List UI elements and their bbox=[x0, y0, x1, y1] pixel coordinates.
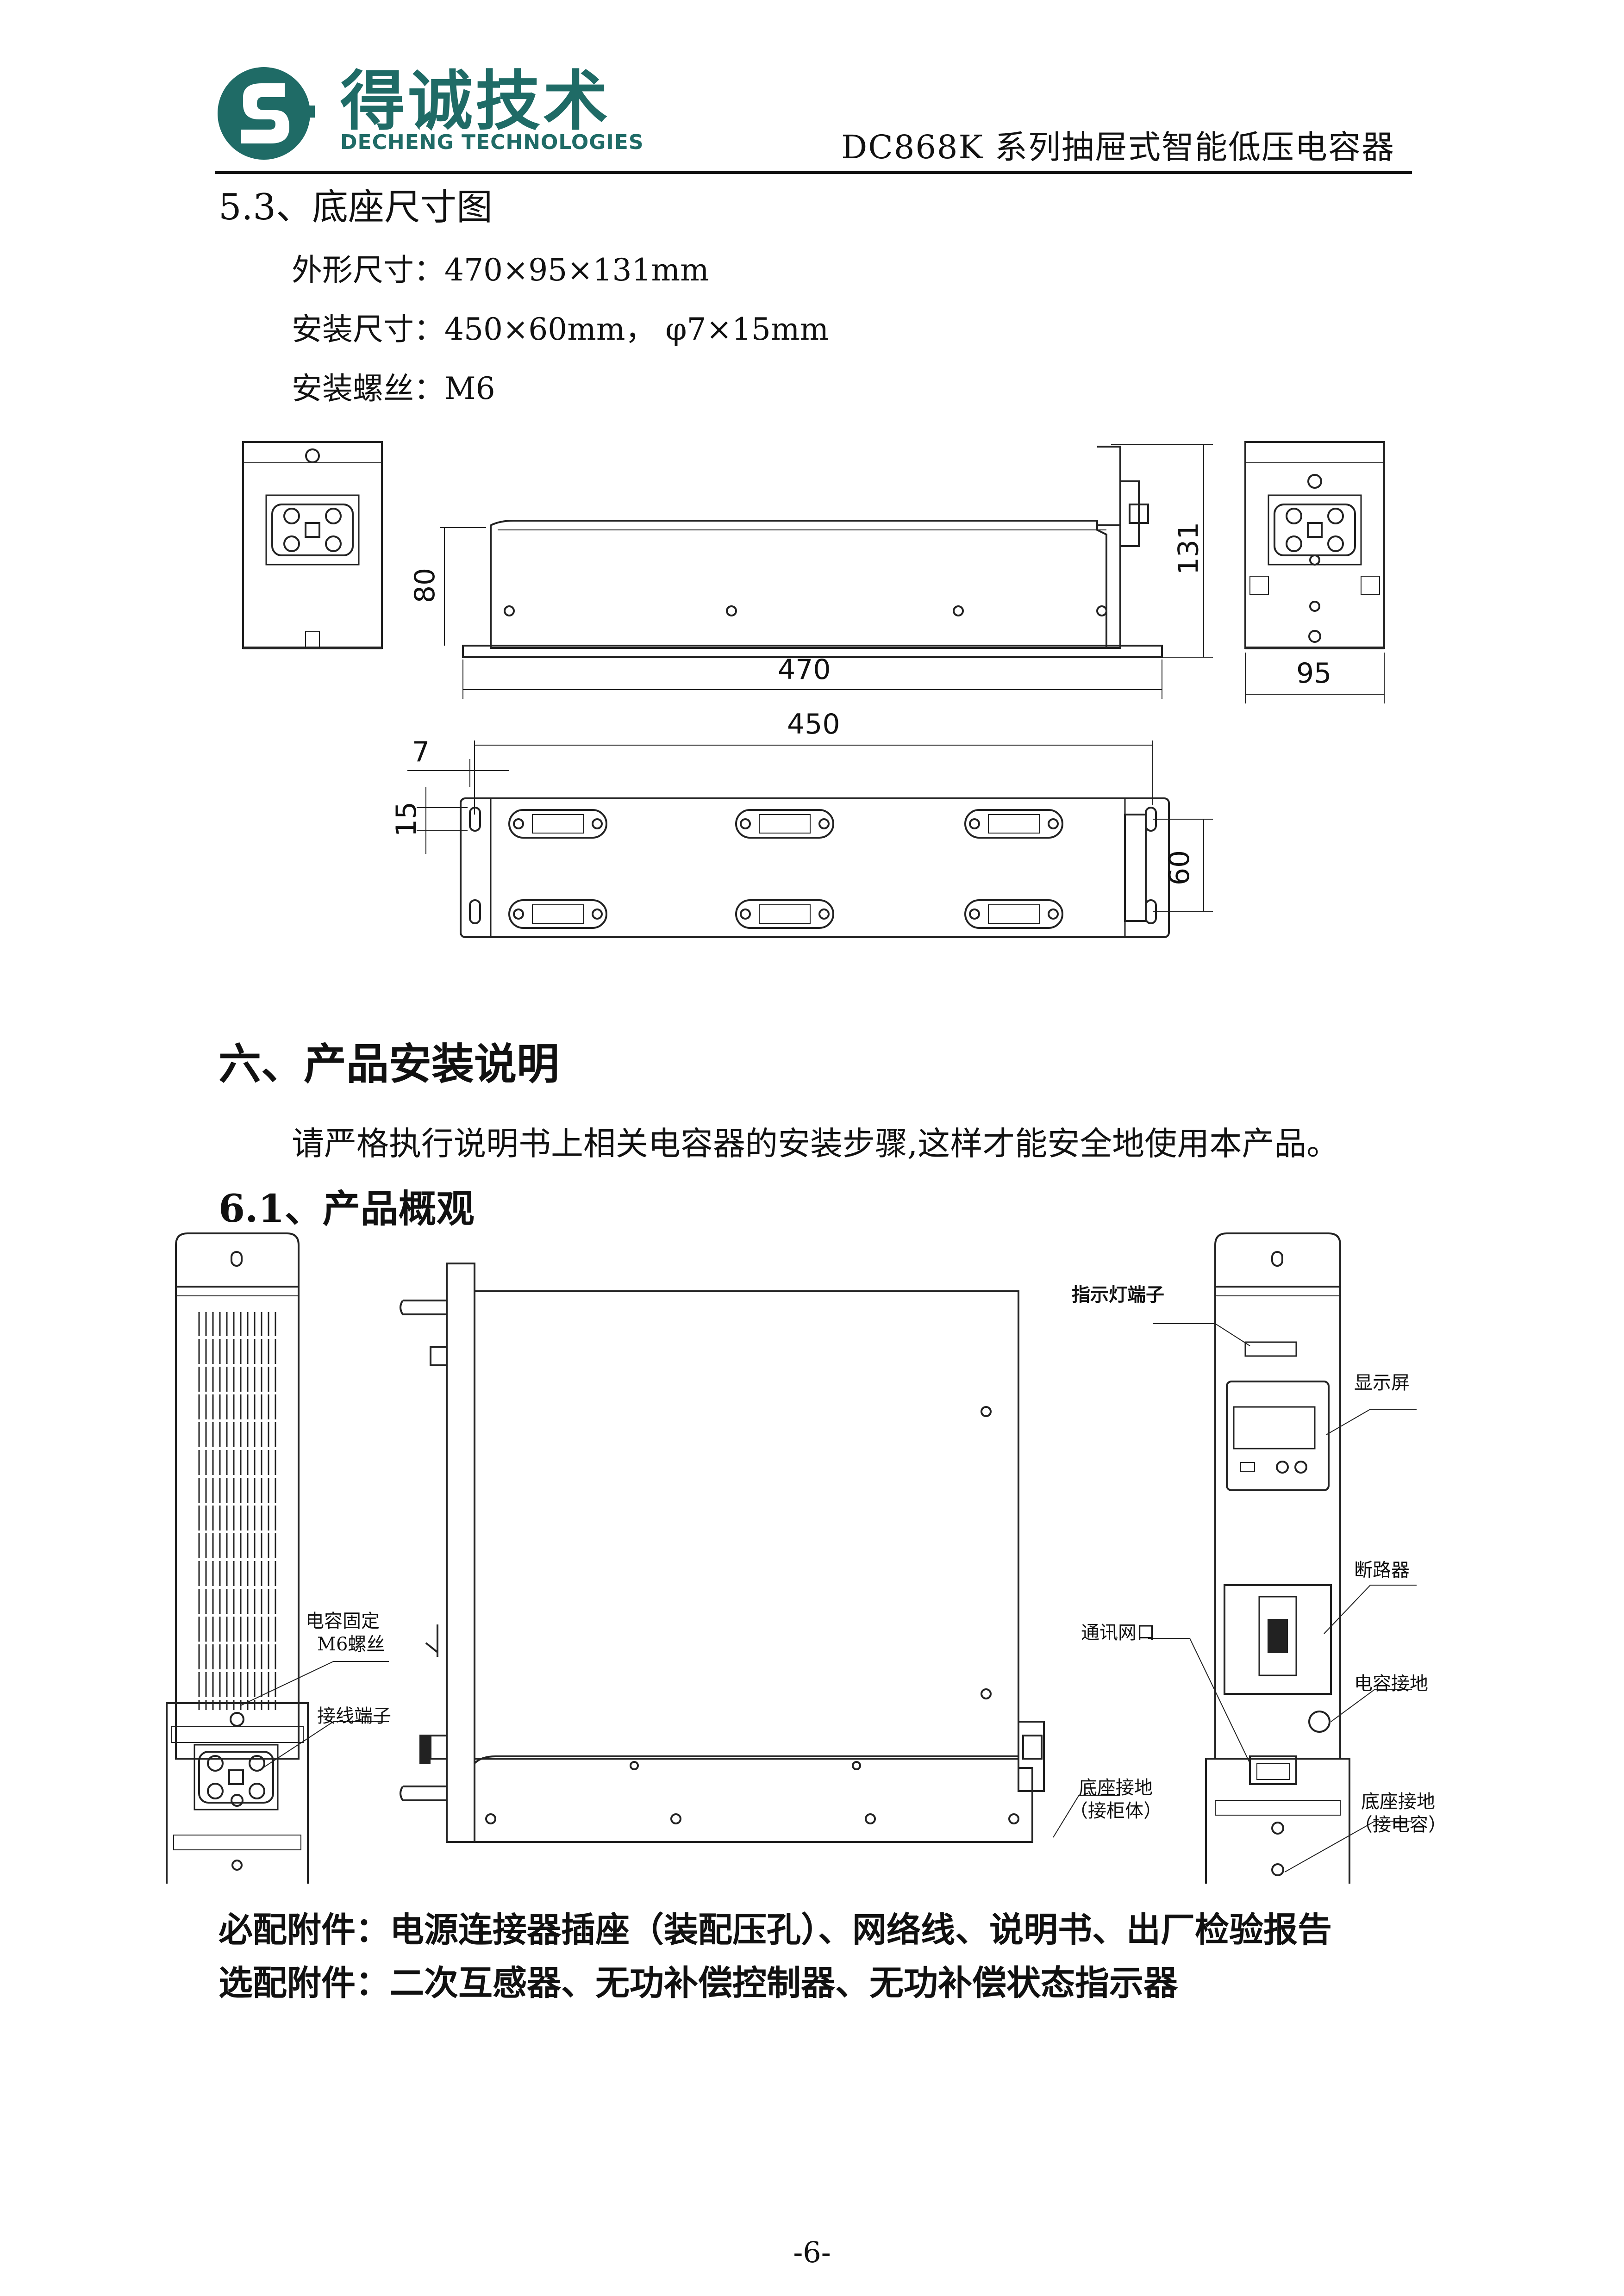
required-accessories: 必配附件：电源连接器插座（装配压孔）、网络线、说明书、出厂检验报告 bbox=[219, 1910, 1332, 1950]
product-front-view-right bbox=[1205, 1232, 1350, 1884]
label-cap-fix-line2: M6螺丝 bbox=[317, 1634, 385, 1655]
base-end-view-right bbox=[1244, 441, 1385, 649]
label-cap-ground: 电容接地 bbox=[1354, 1673, 1428, 1694]
dim-label-80: 80 bbox=[409, 567, 442, 604]
company-name-en: DECHENG TECHNOLOGIES bbox=[340, 131, 644, 154]
dim-label-470: 470 bbox=[778, 653, 831, 686]
spec-outer-size: 外形尺寸：470×95×131mm bbox=[292, 252, 709, 288]
base-end-view-left bbox=[242, 441, 383, 649]
dim-label-450: 450 bbox=[787, 708, 840, 740]
spec-mount-size: 安装尺寸：450×60mm， φ7×15mm bbox=[292, 311, 829, 347]
section-6-heading: 六、产品安装说明 bbox=[219, 1039, 560, 1089]
section-5-3-heading: 5.3、底座尺寸图 bbox=[219, 187, 493, 228]
dim-label-131: 131 bbox=[1172, 522, 1205, 575]
label-network-port: 通讯网口 bbox=[1081, 1622, 1155, 1643]
label-breaker: 断路器 bbox=[1354, 1560, 1410, 1581]
dim-label-95: 95 bbox=[1296, 657, 1332, 690]
section-6-intro: 请严格执行说明书上相关电容器的安装步骤,这样才能安全地使用本产品。 bbox=[292, 1125, 1339, 1163]
label-cap-fix-line1: 电容固定 bbox=[306, 1611, 380, 1632]
dim-label-60: 60 bbox=[1163, 850, 1196, 886]
base-side-view bbox=[462, 446, 1163, 658]
base-dimension-drawing bbox=[242, 441, 1385, 938]
company-name-cn: 得诚技术 bbox=[340, 64, 611, 139]
spec-mount-screw: 安装螺丝：M6 bbox=[292, 371, 495, 406]
label-base-ground-left-line1: 底座接地 bbox=[1079, 1777, 1153, 1798]
callout-leaders bbox=[240, 1323, 1417, 1873]
dim-label-15: 15 bbox=[390, 801, 423, 837]
header-divider bbox=[215, 171, 1412, 174]
section-6-1-heading: 6.1、产品概观 bbox=[219, 1187, 475, 1231]
product-side-view bbox=[400, 1263, 1045, 1843]
label-base-ground-right-line1: 底座接地 bbox=[1361, 1791, 1435, 1812]
page-number: -6- bbox=[793, 2235, 831, 2269]
label-base-ground-right-line2: （接电容） bbox=[1354, 1814, 1447, 1836]
label-base-ground-left-line2: （接柜体） bbox=[1069, 1800, 1162, 1822]
optional-accessories: 选配附件：二次互感器、无功补偿控制器、无功补偿状态指示器 bbox=[219, 1963, 1178, 2003]
vent-slots bbox=[198, 1312, 276, 1710]
product-front-view-left bbox=[166, 1232, 309, 1884]
company-logo-icon bbox=[218, 67, 315, 160]
label-display: 显示屏 bbox=[1354, 1372, 1410, 1394]
base-top-view bbox=[460, 797, 1170, 938]
dim-label-7: 7 bbox=[412, 736, 430, 768]
label-terminal: 接线端子 bbox=[317, 1705, 391, 1727]
label-indicator-terminal: 指示灯端子 bbox=[1072, 1284, 1164, 1306]
document-title: DC868K 系列抽屉式智能低压电容器 bbox=[841, 128, 1395, 166]
product-overview-drawing bbox=[166, 1232, 1417, 1884]
